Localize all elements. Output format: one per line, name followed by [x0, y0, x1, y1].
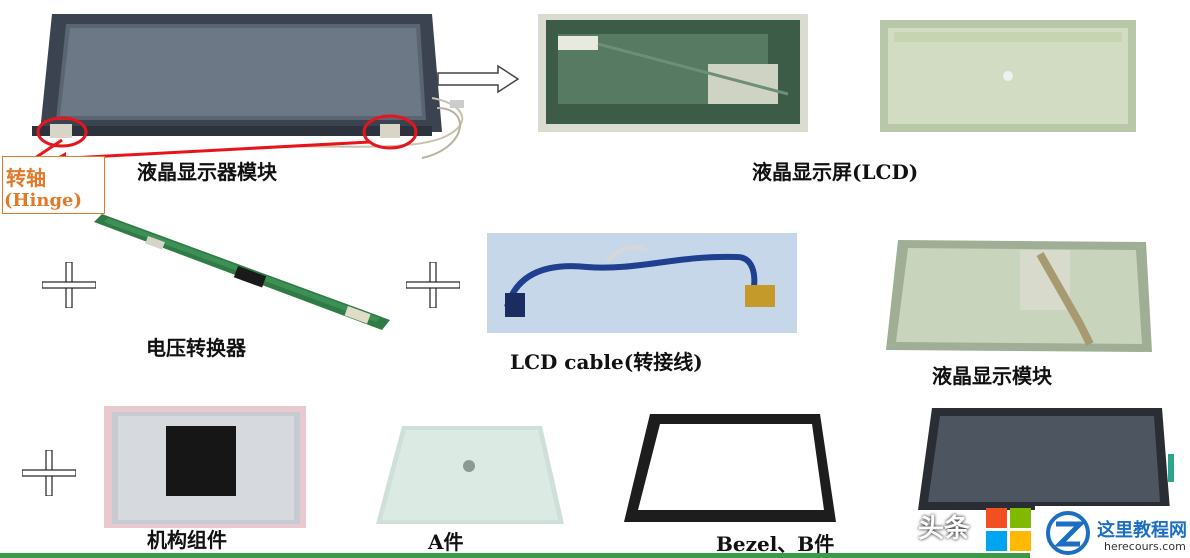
a-cover-photo: [376, 426, 564, 524]
lcd-module-label: 液晶显示模块: [932, 364, 1052, 388]
lcd-module-assembly-label: 液晶显示器模块: [137, 160, 277, 184]
plus-icon: [406, 262, 460, 308]
bottom-bar: [0, 553, 1030, 558]
site-name-en: herecours.com: [1104, 540, 1186, 553]
hinge-label-box: [2, 156, 105, 214]
lcd-panel-label: 液晶显示屏(LCD): [752, 160, 919, 184]
hinge-label-cn: 转轴: [6, 166, 46, 190]
mechanical-parts-label: 机构组件: [147, 528, 227, 552]
bezel-label: Bezel、B件: [716, 532, 835, 556]
site-logo-icon: [1046, 511, 1090, 555]
inverter-label: 电压转换器: [146, 336, 246, 360]
lcd-cable-photo: [487, 233, 797, 333]
lcd-assembly-photo: [22, 8, 482, 168]
toutiao-watermark: 头条: [918, 514, 971, 544]
a-cover-label: A件: [428, 530, 464, 554]
site-name-cn: 这里教程网: [1097, 520, 1187, 541]
mechanical-parts-photo: [104, 406, 306, 528]
lcd-panel-back-photo: [538, 14, 808, 132]
lcd-cable-label: LCD cable(转接线): [510, 350, 703, 374]
lcd-panel-front-photo: [874, 12, 1142, 138]
windows-logo-icon: [986, 508, 1031, 551]
plus-icon: [22, 450, 76, 496]
inverter-photo: [94, 214, 390, 330]
hinge-label-en: (Hinge): [4, 190, 83, 211]
lcd-module-photo: [880, 234, 1160, 360]
bezel-photo: [624, 414, 836, 522]
display-assembly-photo: [918, 408, 1174, 510]
arrow-right-icon: [437, 64, 520, 94]
plus-icon: [42, 262, 96, 308]
